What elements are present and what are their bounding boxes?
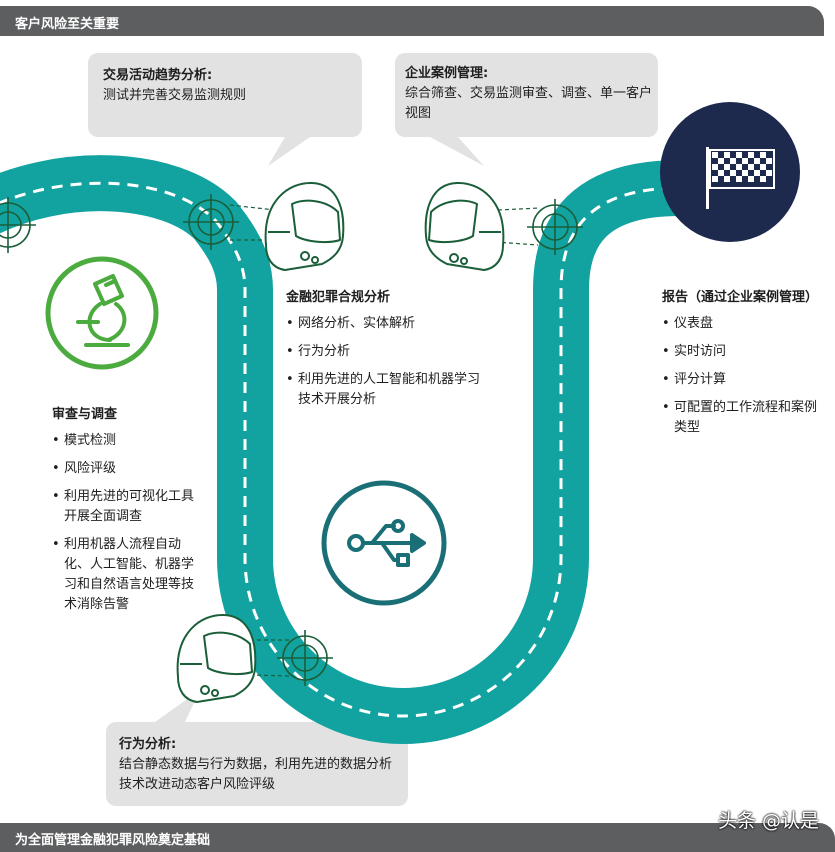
list-item: 风险评级 — [52, 459, 204, 479]
list-item: 可配置的工作流程和案例类型 — [662, 398, 827, 438]
section-compliance-title: 金融犯罪合规分析 — [286, 290, 391, 305]
footer-title: 为全面管理金融犯罪风险奠定基础 — [15, 833, 211, 848]
list-item: 利用先进的可视化工具开展全面调查 — [52, 487, 204, 527]
callout-case-line1: 综合筛查、交易监测审查、调查、单一客户 — [405, 86, 653, 101]
helmet-icon — [264, 181, 345, 271]
list-item: 仪表盘 — [662, 314, 827, 334]
list-item: 模式检测 — [52, 431, 204, 451]
list-item: 行为分析 — [286, 342, 486, 362]
callout-transaction-title: 交易活动趋势分析: — [103, 68, 213, 83]
callout-behavior-line2: 技术改进动态客户风险评级 — [119, 777, 276, 792]
section-compliance: 金融犯罪合规分析 网络分析、实体解析 行为分析 利用先进的人工智能和机器学习技术… — [286, 288, 486, 418]
section-review-title: 审查与调查 — [52, 407, 118, 422]
road-center-line — [0, 181, 681, 718]
crosshair-icon — [527, 199, 583, 255]
callout-transaction: 交易活动趋势分析: 测试并完善交易监测规则 — [103, 66, 246, 106]
list-item: 网络分析、实体解析 — [286, 314, 486, 334]
header-title: 客户风险至关重要 — [15, 17, 120, 32]
callout-case-title: 企业案例管理: — [405, 66, 489, 81]
callout-case-line2: 视图 — [405, 106, 432, 121]
bubble-transaction — [88, 53, 362, 166]
callout-behavior: 行为分析: 结合静态数据与行为数据，利用先进的数据分析 技术改进动态客户风险评级 — [119, 735, 409, 795]
usb-icon — [321, 480, 447, 606]
list-item: 利用机器人流程自动化、人工智能、机器学习和自然语言处理等技术消除告警 — [52, 535, 204, 615]
header-bar: 客户风险至关重要 — [0, 6, 824, 36]
bubble-case-management — [395, 53, 658, 166]
callout-case-management: 企业案例管理: 综合筛查、交易监测审查、调查、单一客户 视图 — [405, 64, 655, 124]
watermark: 头条 @认是 — [717, 810, 819, 832]
footer-bar: 为全面管理金融犯罪风险奠定基础 — [0, 823, 835, 852]
list-item: 评分计算 — [662, 370, 827, 390]
crosshair-icon — [0, 197, 36, 253]
microscope-icon — [45, 256, 159, 370]
crosshair-icon — [277, 630, 333, 686]
section-report-title: 报告（通过企业案例管理） — [662, 290, 819, 305]
callout-behavior-title: 行为分析: — [119, 737, 177, 752]
section-report: 报告（通过企业案例管理） 仪表盘 实时访问 评分计算 可配置的工作流程和案例类型 — [662, 288, 827, 446]
callout-behavior-line1: 结合静态数据与行为数据，利用先进的数据分析 — [119, 757, 393, 772]
helmet-icon — [424, 181, 505, 271]
list-item: 利用先进的人工智能和机器学习技术开展分析 — [286, 370, 486, 410]
section-review: 审查与调查 模式检测 风险评级 利用先进的可视化工具开展全面调查 利用机器人流程… — [52, 405, 204, 623]
list-item: 实时访问 — [662, 342, 827, 362]
crosshair-icon — [183, 194, 239, 250]
helmet-icon — [176, 613, 257, 703]
checkered-flag-icon — [660, 102, 800, 242]
callout-transaction-body: 测试并完善交易监测规则 — [103, 88, 247, 103]
